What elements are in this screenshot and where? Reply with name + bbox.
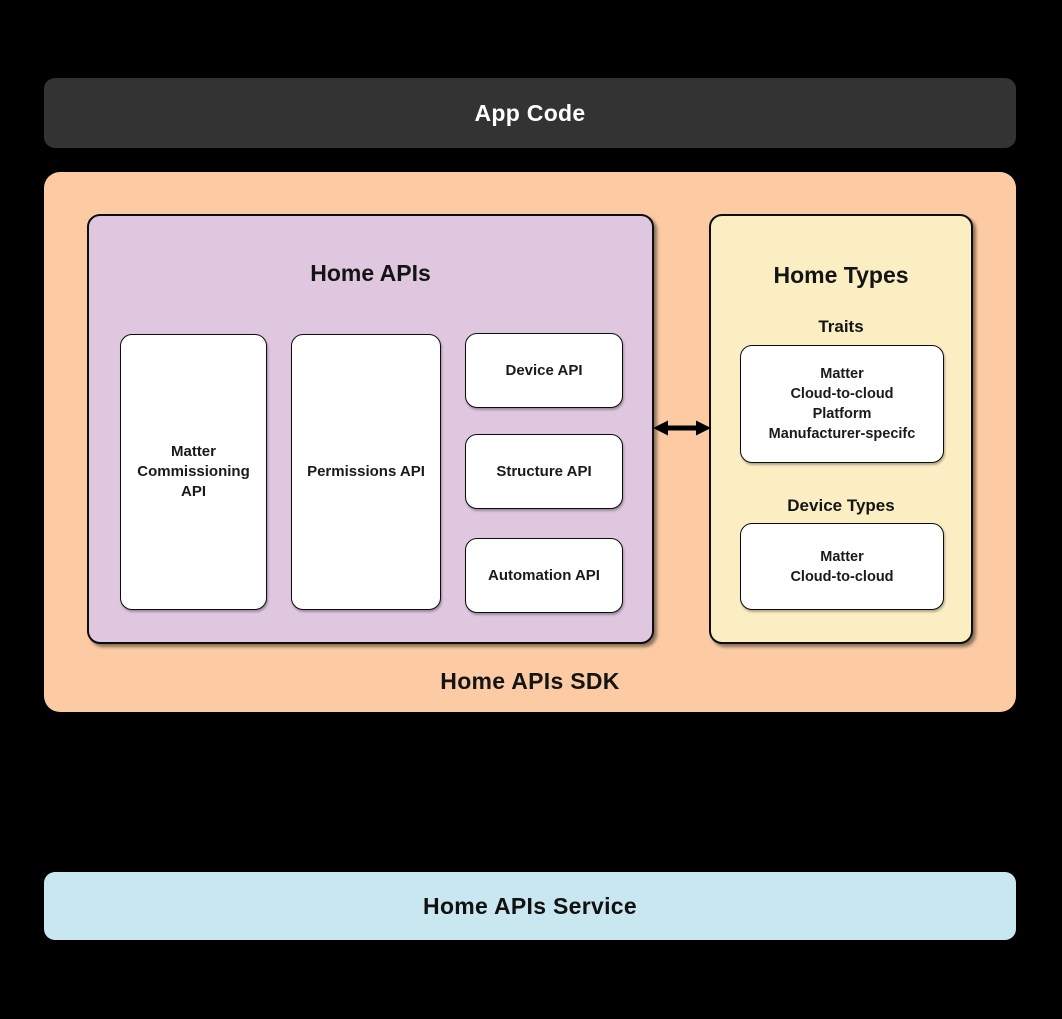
home-apis-title: Home APIs [310,260,431,286]
automation-api-box: Automation API [465,538,623,613]
app-code-bar: App Code [44,78,1016,148]
automation-api-label: Automation API [488,566,600,584]
home-types-box: Home Types Traits Matter Cloud-to-cloud … [709,214,973,644]
home-apis-sdk-container: Home APIs Matter Commissioning API Permi… [44,172,1016,712]
home-types-title: Home Types [773,262,909,288]
home-apis-service-label: Home APIs Service [423,892,637,919]
device-types-heading: Device Types [787,496,895,515]
traits-box: Matter Cloud-to-cloud Platform Manufactu… [740,345,944,463]
home-apis-box: Home APIs Matter Commissioning API Permi… [87,214,654,644]
device-api-label: Device API [505,361,583,379]
home-apis-service-bar: Home APIs Service [44,872,1016,940]
matter-commissioning-api-label: Matter Commissioning API [137,443,250,500]
matter-commissioning-api-box: Matter Commissioning API [120,334,267,610]
app-code-label: App Code [474,99,586,126]
structure-api-box: Structure API [465,434,623,509]
home-apis-sdk-label: Home APIs SDK [440,668,620,694]
permissions-api-label: Permissions API [307,463,425,480]
bidirectional-arrow-icon [653,420,711,436]
structure-api-label: Structure API [496,462,592,480]
traits-items: Matter Cloud-to-cloud Platform Manufactu… [768,366,916,442]
traits-heading: Traits [818,317,864,336]
device-types-items: Matter Cloud-to-cloud [790,548,894,585]
permissions-api-box: Permissions API [291,334,441,610]
device-types-box: Matter Cloud-to-cloud [740,523,944,610]
device-api-box: Device API [465,333,623,408]
